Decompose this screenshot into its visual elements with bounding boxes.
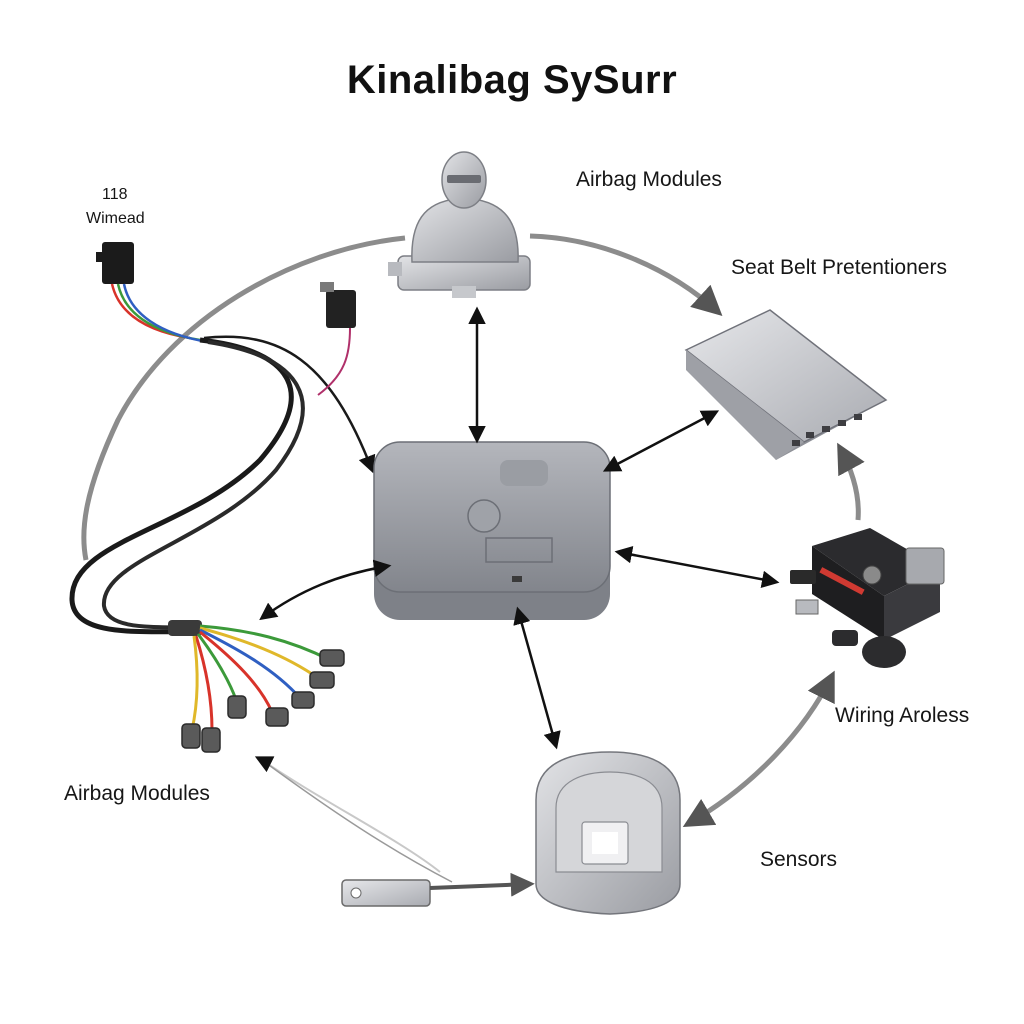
control-module [373,441,611,620]
label-seat-belt-pretentioners: Seat Belt Pretentioners [731,256,947,279]
label-airbag-modules-top: Airbag Modules [576,168,722,191]
occupant-sensor-figure [388,151,531,298]
arrow-module-actuator [614,546,780,588]
label-harness-number: 118 [102,186,128,203]
wiring-harness [69,242,376,753]
diagram-title: Kinalibag SySurr [346,58,678,102]
pretensioner-box [684,309,888,460]
label-sensors: Sensors [760,848,838,871]
connection-arrows [259,306,780,750]
label-wiring-aroless: Wiring Aroless [835,704,970,727]
sensor-cup [535,751,681,915]
system-ring [81,233,865,828]
label-airbag-modules-bottom: Airbag Modules [64,782,210,805]
harness-connector-small [326,290,356,328]
ring-arc-right [837,442,865,521]
ring-arc-bottom-right [682,670,835,828]
label-harness-name: Wimead [86,210,145,227]
arrow-module-sensor [513,606,561,750]
sensor-lead [254,756,535,907]
harness-connector-main [102,242,134,284]
ring-arc-left [81,235,406,561]
sensor-actuator [790,528,945,668]
seat-sensor-plate [341,879,431,907]
arrow-harness-module [259,559,392,621]
ring-arc-top-right [529,233,723,317]
arrow-module-pretensioner [602,410,720,472]
